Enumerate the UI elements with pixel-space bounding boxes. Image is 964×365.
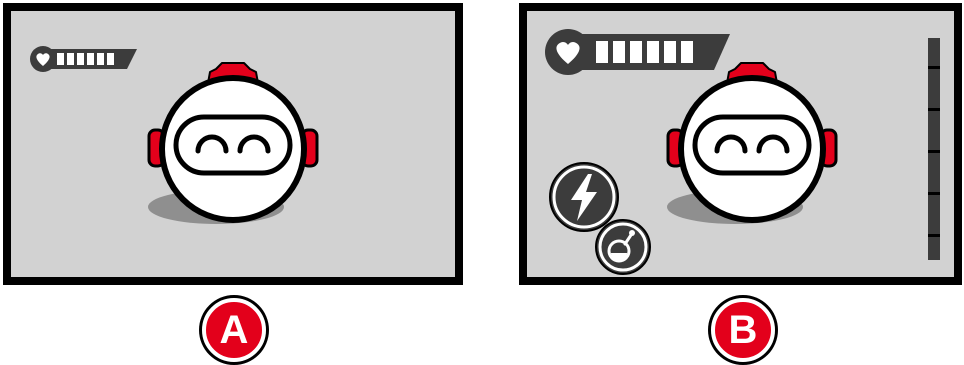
game-screen-a bbox=[3, 3, 463, 285]
health-bar bbox=[29, 45, 137, 73]
robot-character bbox=[657, 57, 847, 237]
game-screen-b bbox=[519, 3, 962, 285]
panel-label-b: B bbox=[711, 298, 775, 362]
panel-label-a: A bbox=[202, 298, 266, 362]
robot-character bbox=[138, 57, 328, 237]
side-meter bbox=[928, 38, 940, 260]
potion-ability-button[interactable] bbox=[594, 218, 652, 276]
